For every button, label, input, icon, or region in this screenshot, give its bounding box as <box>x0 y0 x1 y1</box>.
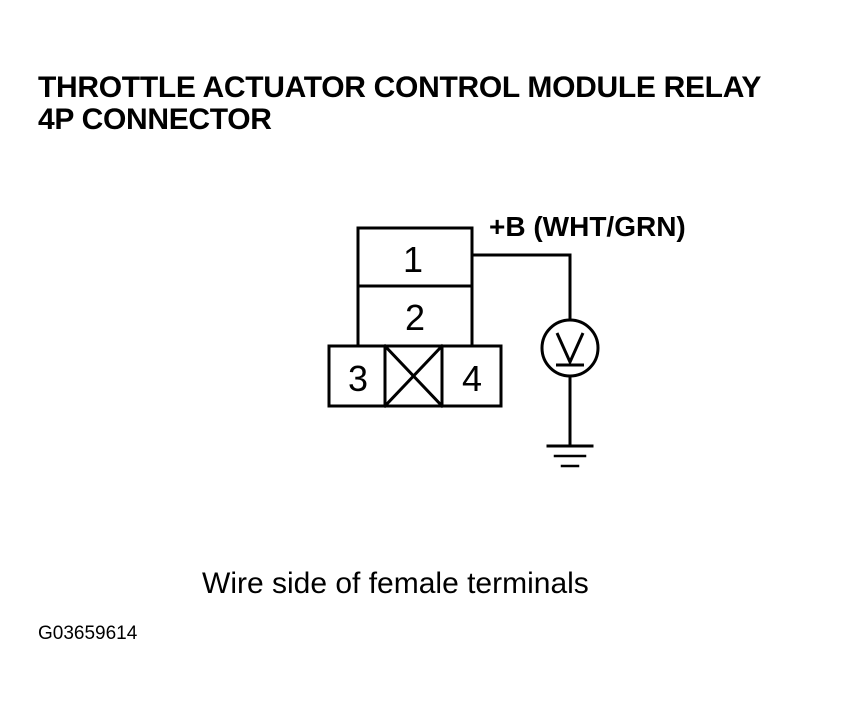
terminal-1-label: 1 <box>403 239 423 280</box>
voltmeter-v-glyph <box>555 332 585 367</box>
voltmeter-icon <box>540 318 600 378</box>
voltmeter-symbol: V <box>570 349 571 351</box>
supply-label: +B (WHT/GRN) <box>489 211 686 242</box>
blank-terminal-x-mark-b <box>382 343 445 409</box>
probe-wire <box>473 253 572 322</box>
title-line-2: 4P CONNECTOR <box>38 103 272 136</box>
terminal-2-label: 2 <box>405 297 425 338</box>
terminal-4-cell <box>440 344 503 408</box>
terminal-4-label: 4 <box>462 358 482 399</box>
diagram-title: THROTTLE ACTUATOR CONTROL MODULE RELAY 4… <box>38 72 761 136</box>
ground-icon <box>546 444 594 468</box>
diagram-caption: Wire side of female terminals <box>202 567 589 600</box>
terminal-3-label: 3 <box>348 358 368 399</box>
figure-id: G03659614 <box>38 623 138 644</box>
title-line-1: THROTTLE ACTUATOR CONTROL MODULE RELAY <box>38 71 762 104</box>
